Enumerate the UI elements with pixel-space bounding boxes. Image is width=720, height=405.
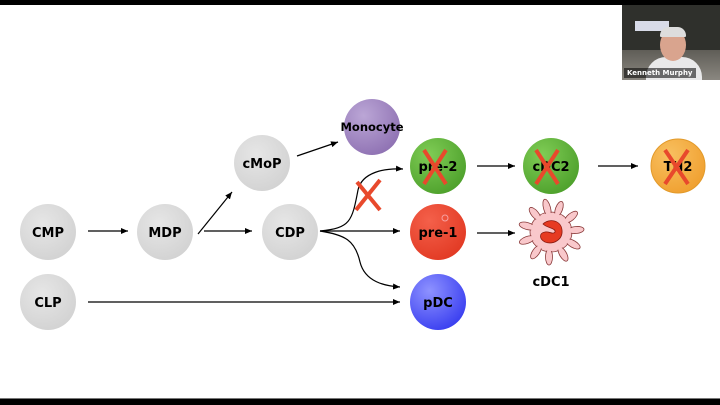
node-pre1: pre-1 — [410, 204, 466, 260]
participant-video-tile[interactable]: Kenneth Murphy — [622, 5, 720, 80]
bottom-letterbox-bar — [0, 398, 720, 405]
node-pre2-cross — [422, 148, 448, 186]
node-cdc2-label: cDC2 — [532, 160, 569, 175]
video-wall-poster — [635, 21, 669, 31]
edge-cmop-monocyte — [296, 141, 339, 157]
node-th2: TH2 — [650, 138, 706, 194]
edge-cdp-pdc — [319, 230, 401, 290]
node-pre2-label: pre-2 — [419, 160, 458, 175]
dendritic-cell-icon — [518, 198, 585, 266]
edge-mdp-cmop — [197, 191, 233, 235]
participant-name-label: Kenneth Murphy — [624, 68, 696, 78]
cursor-marker — [441, 214, 449, 222]
node-monocyte: Monocyte — [340, 99, 404, 155]
participant-hair — [660, 27, 686, 37]
node-cmop-label: cMoP — [242, 157, 281, 172]
node-cdp: CDP — [262, 204, 318, 260]
slide: CMP CLP MDP cMoP CDP Monocyte pre-2 pre-… — [0, 6, 720, 398]
lineage-diagram: CMP CLP MDP cMoP CDP Monocyte pre-2 pre-… — [20, 99, 706, 330]
blocked-path-cross — [354, 178, 382, 212]
node-cmp: CMP — [20, 204, 76, 260]
edges — [88, 141, 638, 305]
node-pdc: pDC — [410, 274, 466, 330]
node-pdc-label: pDC — [423, 296, 453, 311]
node-cdc1-label: cDC1 — [532, 275, 569, 290]
node-cdc2: cDC2 — [523, 138, 579, 194]
node-cdc2-cross — [534, 148, 560, 186]
node-pre1-label: pre-1 — [419, 226, 458, 241]
node-th2-cross — [663, 148, 690, 186]
node-mdp: MDP — [137, 204, 193, 260]
node-cmop: cMoP — [234, 135, 290, 191]
node-clp-label: CLP — [34, 296, 61, 311]
node-monocyte-label: Monocyte — [340, 120, 403, 134]
node-mdp-label: MDP — [148, 226, 181, 241]
top-letterbox-bar — [0, 0, 720, 5]
node-cdc1: cDC1 — [518, 198, 585, 290]
node-pre2: pre-2 — [410, 138, 466, 194]
node-clp: CLP — [20, 274, 76, 330]
node-cdp-label: CDP — [275, 226, 305, 241]
node-cmp-label: CMP — [32, 226, 64, 241]
edge-cdp-pre2 — [319, 165, 404, 232]
